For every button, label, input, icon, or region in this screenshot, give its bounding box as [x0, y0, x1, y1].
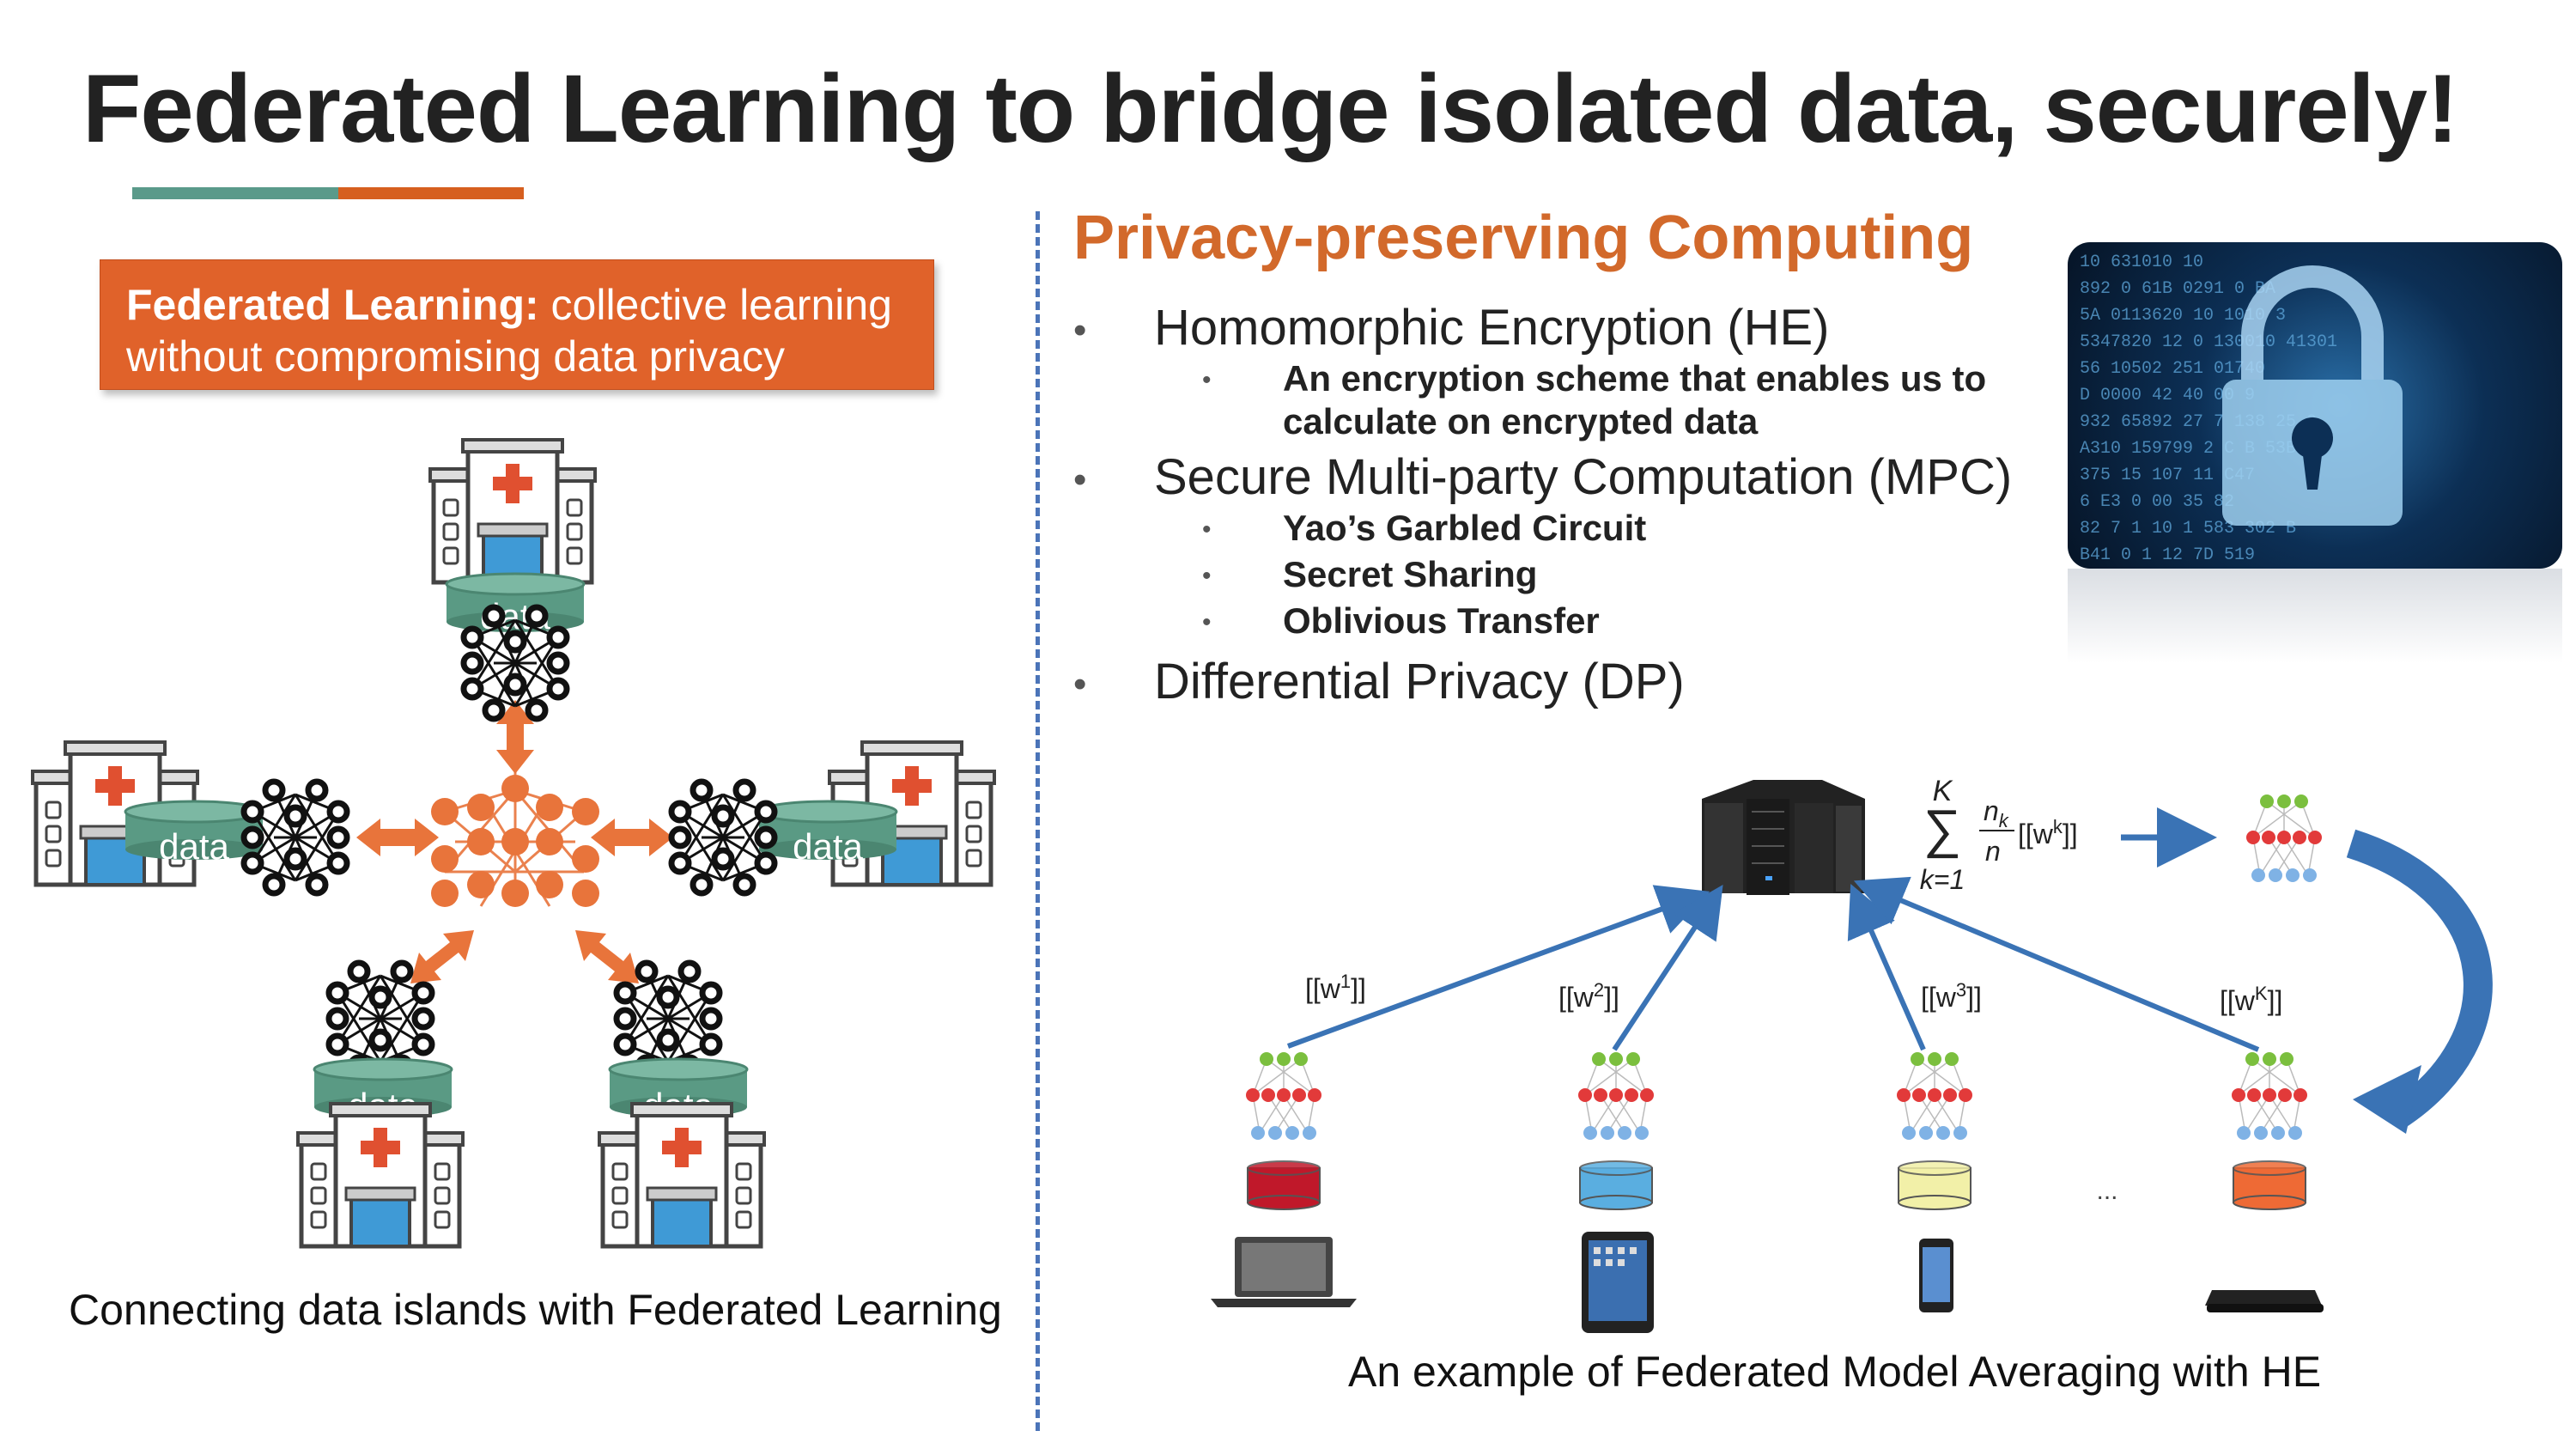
- broadcast-curve-arrow: [2346, 829, 2493, 1129]
- client-db-3: [1898, 1160, 1971, 1210]
- item-he: Homomorphic Encryption (HE): [1154, 300, 1830, 356]
- lock-image-reflection: [2068, 569, 2562, 663]
- sum-lower: k=1: [1920, 864, 1965, 895]
- weight-label-2: [[w2]]: [1558, 979, 1619, 1013]
- encryption-lock-image: 10 631010 10 892 0 61B 0291 0 BA 5A 0113…: [2068, 242, 2562, 569]
- padlock-icon: [2222, 265, 2403, 526]
- phone-icon: [1919, 1239, 1953, 1312]
- privacy-heading: Privacy-preserving Computing: [1073, 204, 1974, 272]
- router-icon: [2205, 1290, 2324, 1312]
- federated-learning-callout: Federated Learning: collective learning …: [100, 259, 934, 390]
- data-islands-diagram: data data data data data: [0, 412, 1030, 1263]
- fedavg-formula: K ∑ k=1 nk n [[wk]]: [1920, 775, 2078, 895]
- frac-denominator: n: [1985, 836, 2001, 867]
- section-divider: [1036, 211, 1040, 1431]
- bullet-mpc-sub2: •: [1202, 562, 1212, 590]
- weight-label-k: [[wK]]: [2220, 983, 2282, 1016]
- tablet-icon: [1582, 1232, 1654, 1333]
- server-rack-icon: [1702, 780, 1865, 895]
- sum-upper: K: [1933, 775, 1953, 807]
- clients-ellipsis: ...: [2096, 1177, 2117, 1205]
- client-db-1: [1247, 1160, 1321, 1210]
- global-model-network: [431, 764, 599, 907]
- data-label-right: data: [793, 826, 863, 867]
- bullet-he: •: [1073, 309, 1087, 351]
- slide-title: Federated Learning to bridge isolated da…: [82, 55, 2458, 162]
- item-mpc: Secure Multi-party Computation (MPC): [1154, 449, 2013, 505]
- client-databases: [1247, 1160, 2306, 1210]
- upload-arrows: [1286, 876, 2260, 1052]
- weight-label-1: [[w1]]: [1305, 971, 1366, 1004]
- formula-term: [[wk]]: [2018, 816, 2078, 849]
- data-label-left: data: [159, 826, 229, 867]
- callout-bold: Federated Learning:: [126, 281, 539, 329]
- bullet-mpc: •: [1073, 459, 1087, 501]
- bullet-mpc-sub1: •: [1202, 515, 1212, 544]
- bullet-dp: •: [1073, 663, 1087, 705]
- item-he-desc: An encryption scheme that enables us to …: [1283, 358, 1987, 441]
- item-mpc-ot: Oblivious Transfer: [1283, 600, 1600, 641]
- fedavg-diagram: K ∑ k=1 nk n [[wk]] [[w1]] [[w2]] [[w3]]…: [1211, 775, 2493, 1333]
- title-underline-orange: [338, 187, 524, 199]
- item-mpc-secret-sharing: Secret Sharing: [1283, 554, 1538, 594]
- exchange-arrows: [356, 700, 673, 983]
- client-db-4: [2233, 1160, 2306, 1210]
- client-db-2: [1579, 1160, 1653, 1210]
- left-diagram-caption: Connecting data islands with Federated L…: [69, 1286, 1002, 1334]
- callout-text: collective learning without compromising…: [126, 281, 892, 381]
- title-underline-green: [132, 187, 338, 199]
- item-dp: Differential Privacy (DP): [1154, 654, 1685, 709]
- item-mpc-yao: Yao’s Garbled Circuit: [1283, 508, 1647, 548]
- frac-numerator: nk: [1984, 795, 2009, 831]
- sum-sign: ∑: [1923, 800, 1961, 859]
- bullet-he-sub: •: [1202, 366, 1212, 394]
- laptop-icon: [1211, 1237, 1357, 1307]
- bullet-mpc-sub3: •: [1202, 608, 1212, 636]
- weight-label-3: [[w3]]: [1921, 979, 1982, 1013]
- right-diagram-caption: An example of Federated Model Averaging …: [1348, 1348, 2322, 1396]
